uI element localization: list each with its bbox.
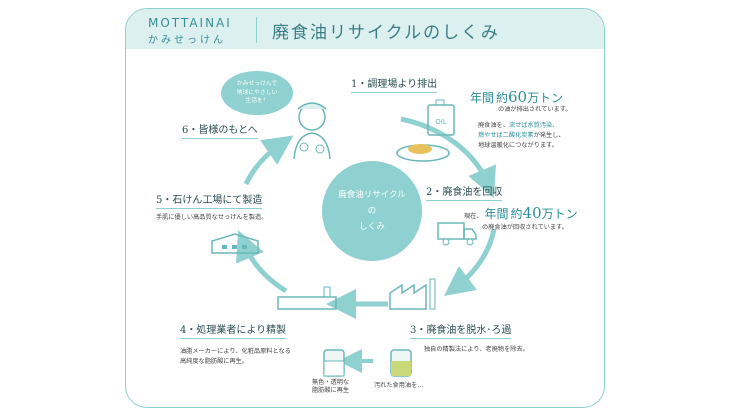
step-4-desc: 油脂メーカーにより、化粧品原料となる 高純度な脂肪酸に再生。 <box>180 347 291 367</box>
header-bar: MOTTAINAI かみせっけん 廃食油リサイクルのしくみ <box>126 9 604 49</box>
step-2-stat-note: の廃食油が回収されています。 <box>482 224 568 231</box>
factory-icon-3 <box>389 278 436 310</box>
tank-clean-caption-1: 無色・透明な <box>312 379 350 386</box>
step-1-stat-prefix: 年間 <box>470 91 495 105</box>
bubble-text-3: 生活を！ <box>245 98 269 105</box>
step-4-desc-b: 高純度な脂肪酸に再生。 <box>180 357 249 365</box>
tank-dirty-caption: 汚れた食用油を… <box>374 382 424 389</box>
oil-can-icon: OIL <box>427 99 455 136</box>
person-washing-icon <box>293 102 331 160</box>
step-1-desc: 廃食油を、流せば水質汚染、 燃やせば二酸化炭素が発生し、 地球温暖化につながりま… <box>478 121 565 151</box>
brand-subtitle: かみせっけん <box>148 35 226 46</box>
step-2-label: 2・廃食油を回収 <box>426 183 503 201</box>
page-title: 廃食油リサイクルのしくみ <box>272 23 500 43</box>
step-1-stat: 年間 約60万トン <box>470 85 563 109</box>
step-1-desc-c: 燃やせば二酸化炭素 <box>478 131 534 139</box>
step-3-desc: 独自の精製法により、老廃物を除去。 <box>424 346 529 353</box>
step-2-stat-prefix: 現在、 <box>464 213 483 220</box>
factory-icon-4 <box>277 286 337 310</box>
step-3-label: 3・廃食油を脱水･ろ過 <box>410 321 512 339</box>
arrow-1-2 <box>400 116 497 198</box>
truck-icon <box>437 222 477 246</box>
arrow-2-3 <box>444 228 497 297</box>
arrow-5-6 <box>243 135 294 186</box>
step-2-stat-num: 40 <box>522 204 542 222</box>
step-1-desc-a: 廃食油を、 <box>478 122 509 129</box>
bubble-text-1: かみせっけんで <box>236 80 278 87</box>
step-6-label: 6・皆様のもとへ <box>182 121 258 139</box>
step-1-stat-num: 60 <box>508 88 528 106</box>
step-2-stat-unit: 万トン <box>541 207 578 221</box>
step-2-stat-mid2: 約 <box>510 207 523 221</box>
step-1-stat-unit: 万トン <box>527 91 564 105</box>
dirty-oil-tank-icon <box>390 349 412 377</box>
tank-clean-caption-2: 脂肪酸に再生 <box>312 387 350 395</box>
center-text-2: の <box>367 205 377 216</box>
step-4-desc-a: 油脂メーカーにより、化粧品原料となる <box>180 348 291 355</box>
step-2-stat: 現在、 年間 約40万トン <box>464 201 578 225</box>
bubble-text-2: 地球にやさしい <box>236 89 278 96</box>
fried-food-plate-icon <box>396 144 450 162</box>
cycle-ring <box>236 116 497 373</box>
recycle-diagram-card: MOTTAINAI かみせっけん 廃食油リサイクルのしくみ 廃食油リサイクル の… <box>125 8 605 408</box>
soap-factory-icon <box>211 233 259 254</box>
step-1-desc-b: 流せば水質汚染、 <box>508 122 559 129</box>
step-5-desc: 手肌に優しい高品質なせっけんを製造。 <box>156 214 268 221</box>
step-1-label: 1・調理場より排出 <box>351 75 438 93</box>
speech-bubble: かみせっけんで 地球にやさしい 生活を！ <box>221 71 293 115</box>
center-text-1: 廃食油リサイクル <box>338 189 406 200</box>
center-text-3: しくみ <box>359 222 385 233</box>
step-1-stat-note: の油が排出されています。 <box>498 106 572 113</box>
header-divider <box>256 17 257 43</box>
step-1-desc-e: 地球温暖化につながります。 <box>478 141 558 149</box>
oil-can-text: OIL <box>435 118 447 126</box>
brand-name: MOTTAINAI <box>148 16 232 30</box>
step-4-label: 4・処理業者により精製 <box>180 321 287 339</box>
step-5-label: 5・石けん工場にて製造 <box>156 191 263 209</box>
clean-oil-tank-icon <box>323 349 345 377</box>
step-1-desc-d: が発生し、 <box>533 131 565 139</box>
step-2-stat-mid: 年間 <box>484 207 509 221</box>
center-circle: 廃食油リサイクル の しくみ <box>322 161 422 261</box>
step-1-stat-mid: 約 <box>495 91 508 105</box>
tank-clean-caption: 無色・透明な 脂肪酸に再生 <box>312 379 349 395</box>
